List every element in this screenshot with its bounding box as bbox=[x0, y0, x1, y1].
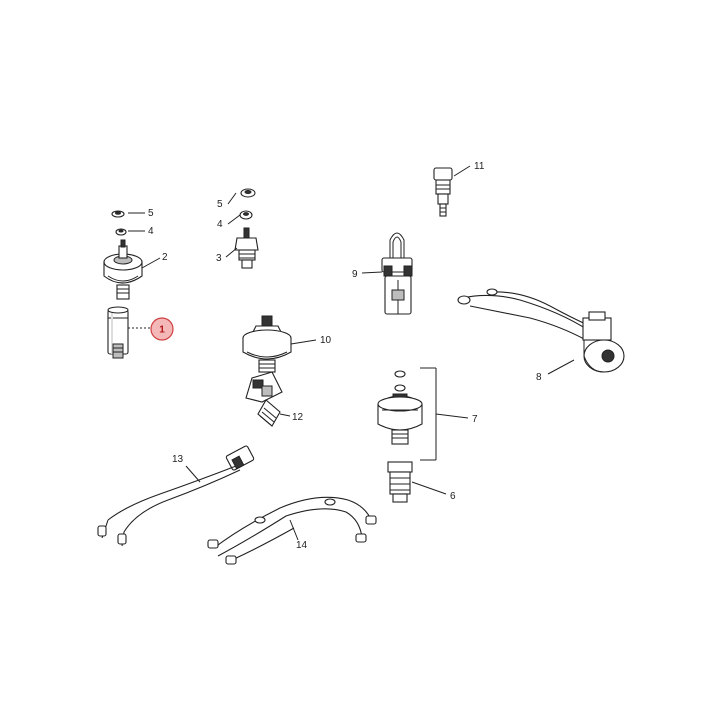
callout-11: 11 bbox=[474, 161, 485, 172]
callout-8: 8 bbox=[536, 372, 542, 383]
washer-part-5-left[interactable] bbox=[111, 210, 125, 218]
nut-part-4-left[interactable] bbox=[115, 228, 127, 236]
wire-harness-part-14[interactable] bbox=[207, 496, 377, 565]
callout-14: 14 bbox=[296, 540, 308, 551]
callout-4-middle: 4 bbox=[217, 219, 223, 230]
callout-3: 3 bbox=[216, 253, 222, 264]
sender-part-3[interactable] bbox=[234, 227, 259, 269]
sensor-harness-part-8[interactable] bbox=[457, 288, 625, 373]
callout-7: 7 bbox=[472, 414, 478, 425]
callout-1-highlighted[interactable]: 1 bbox=[150, 317, 174, 341]
switch-assembly-part-7[interactable] bbox=[377, 370, 423, 445]
callout-labels: 5 4 2 1 5 4 3 11 9 10 12 8 7 6 13 14 bbox=[148, 161, 542, 551]
callout-13: 13 bbox=[172, 454, 184, 465]
elbow-fitting-part-12[interactable] bbox=[245, 371, 283, 427]
leader-lines bbox=[128, 165, 575, 541]
callout-5-middle: 5 bbox=[217, 199, 223, 210]
callout-9: 9 bbox=[352, 269, 358, 280]
washer-part-5-middle[interactable] bbox=[240, 188, 256, 198]
bushing-part-6[interactable] bbox=[387, 461, 413, 503]
callout-2: 2 bbox=[162, 252, 168, 263]
adapter-part-1[interactable] bbox=[107, 306, 129, 359]
wire-harness-part-13[interactable] bbox=[97, 445, 255, 547]
pressure-switch-part-2[interactable] bbox=[103, 239, 143, 300]
pressure-sensor-part-10[interactable] bbox=[242, 315, 292, 373]
sensor-part-11[interactable] bbox=[433, 167, 453, 217]
callout-12: 12 bbox=[292, 412, 304, 423]
callout-1-label: 1 bbox=[159, 325, 165, 336]
callout-5-left: 5 bbox=[148, 208, 154, 219]
nut-part-4-middle[interactable] bbox=[239, 210, 253, 220]
connector-part-9[interactable] bbox=[381, 232, 413, 315]
callout-6: 6 bbox=[450, 491, 456, 502]
callout-4-left: 4 bbox=[148, 226, 154, 237]
callout-10: 10 bbox=[320, 335, 332, 346]
